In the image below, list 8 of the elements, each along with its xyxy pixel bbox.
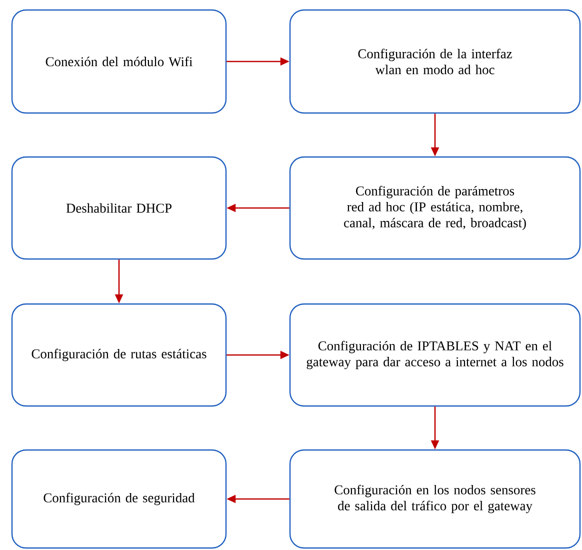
process-box: Configuración de seguridad (11, 449, 227, 549)
process-box: Configuración de parámetros red ad hoc (IP estática, nombre, canal, máscara de red, broadcast) (289, 156, 581, 260)
process-box: Configuración en los nodos sensores de salida del tráfico por el gateway (289, 449, 581, 549)
process-box: Configuración de la interfaz wlan en modo ad hoc (289, 9, 581, 114)
process-box: Deshabilitar DHCP (11, 156, 227, 260)
process-box: Configuración de rutas estáticas (11, 303, 227, 407)
process-box: Configuración de IPTABLES y NAT en el gateway para dar acceso a internet a los nodos (289, 303, 581, 407)
process-box: Conexión del módulo Wifi (11, 9, 227, 114)
